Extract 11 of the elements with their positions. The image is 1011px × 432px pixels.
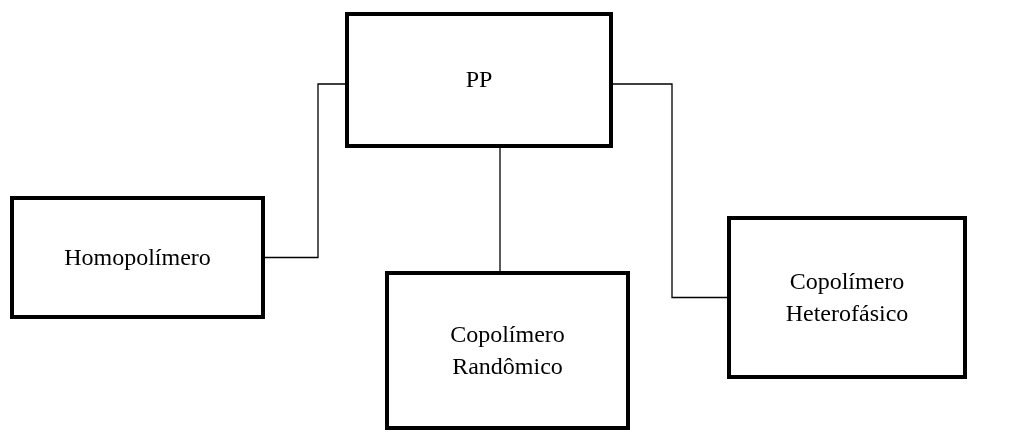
process-box xyxy=(727,216,967,379)
connector-line xyxy=(499,147,501,272)
box-label: Homopolímero xyxy=(64,242,211,272)
box-label: Copolímero Randômico xyxy=(449,320,566,381)
box-label: PP xyxy=(465,65,493,95)
connector-line xyxy=(612,83,728,299)
process-box xyxy=(10,196,265,319)
connector-line xyxy=(264,83,346,259)
process-box xyxy=(345,12,613,148)
box-label: Copolímero Heterofásico xyxy=(784,267,910,328)
process-box xyxy=(385,271,630,430)
